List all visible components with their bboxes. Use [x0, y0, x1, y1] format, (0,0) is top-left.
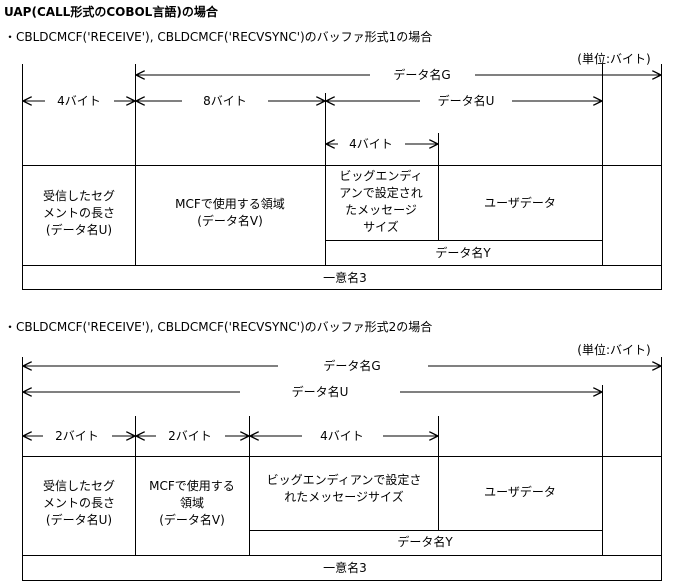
diagram-2-field-size-line-2: れたメッセージサイズ — [284, 489, 403, 504]
diagram-2-data-g-label: データ名G — [323, 358, 380, 373]
diagram-2-field-length-line-3: (データ名U) — [46, 512, 112, 527]
diagram-2-field-mcf-line-2: 領域 — [180, 495, 204, 510]
diagram-1-unique-name-label: 一意名3 — [323, 270, 367, 285]
diagram-1-field-size-line-1: ビッグエンディ — [339, 168, 422, 183]
diagram-1-field-length-line-1: 受信したセグ — [43, 189, 115, 203]
diagram-2-field-length-line-1: 受信したセグ — [43, 479, 115, 493]
diagram-1-bytes-c-label: 4バイト — [349, 137, 393, 151]
diagram-2-field-user-label: ユーザデータ — [484, 484, 556, 499]
page-title: UAP(CALL形式のCOBOL言語)の場合 — [4, 5, 218, 19]
diagram-2-field-mcf-line-3: (データ名V) — [159, 512, 225, 527]
diagram-2-unique-name-label: 一意名3 — [323, 560, 367, 575]
diagram-2-bytes-a-label: 2バイト — [55, 429, 99, 443]
diagram-1-field-mcf-line-2: (データ名V) — [197, 213, 263, 228]
diagram-1-data-y-label: データ名Y — [435, 245, 491, 260]
diagram-2-field-mcf-line-1: MCFで使用する — [149, 478, 235, 493]
diagram-1-unit-label: (単位:バイト) — [577, 51, 650, 66]
diagram-2-bytes-c-label: 4バイト — [320, 429, 364, 443]
diagram-1-field-size-line-4: サイズ — [363, 219, 399, 234]
diagram-1-field-user-label: ユーザデータ — [484, 195, 556, 210]
diagram-1-field-length-line-3: (データ名U) — [46, 222, 112, 237]
diagram-1-field-length-line-2: メントの長さ — [43, 206, 115, 220]
diagram-2-field-length-line-2: メントの長さ — [43, 496, 115, 510]
diagram-1-field-mcf-line-1: MCFで使用する領域 — [175, 196, 285, 211]
diagram-2-data-y-label: データ名Y — [397, 534, 453, 549]
diagram-1-bytes-b-label: 8バイト — [203, 94, 247, 108]
diagram-2-bytes-b-label: 2バイト — [168, 429, 212, 443]
diagram-1-data-u-label: データ名U — [438, 93, 495, 108]
diagram-1-data-g-label: データ名G — [393, 67, 450, 82]
diagram-2-unit-label: (単位:バイト) — [577, 342, 650, 357]
diagram-2-caption: ・CBLDCMCF('RECEIVE'), CBLDCMCF('RECVSYNC… — [4, 320, 433, 334]
diagram-1-record-outline — [22, 165, 662, 290]
diagram-2-data-u-label: データ名U — [292, 384, 349, 399]
diagram-1-field-size-line-2: アンで設定され — [339, 185, 423, 200]
diagram-1-caption: ・CBLDCMCF('RECEIVE'), CBLDCMCF('RECVSYNC… — [4, 30, 433, 44]
diagram-1-bytes-a-label: 4バイト — [57, 94, 101, 108]
diagram-2-field-size-line-1: ビッグエンディアンで設定さ — [267, 472, 422, 487]
diagram-2-record-outline — [22, 456, 662, 581]
diagram-1-field-size-line-3: たメッセージ — [345, 203, 417, 217]
